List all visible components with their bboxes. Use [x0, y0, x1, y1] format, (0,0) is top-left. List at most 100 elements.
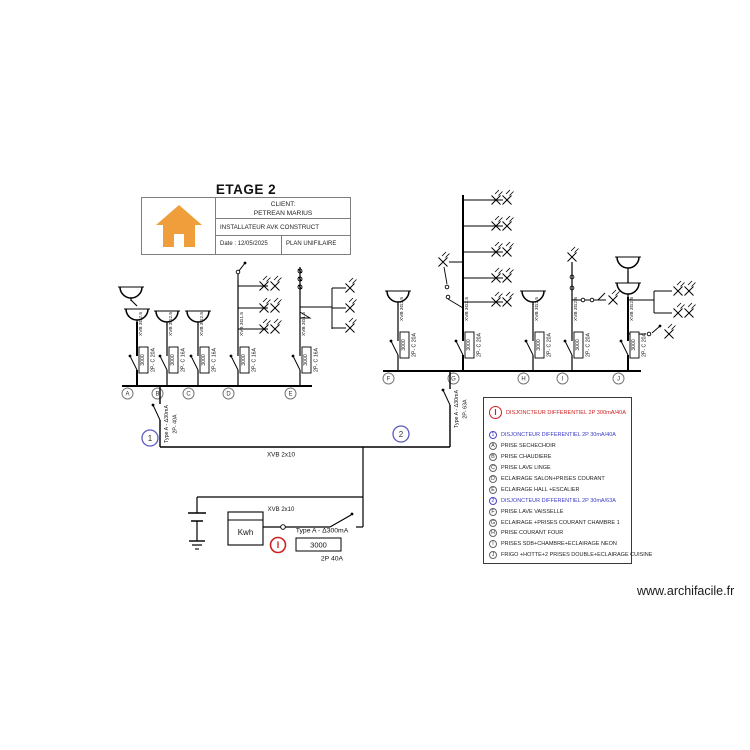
legend-item-badge: G	[489, 518, 497, 527]
svg-text:XVB 2x10: XVB 2x10	[267, 452, 296, 459]
legend-item-text: PRISE LAVE VAISSELLE	[501, 508, 564, 515]
svg-text:2P- C 20A: 2P- C 20A	[477, 332, 483, 356]
svg-text:J: J	[617, 377, 620, 383]
svg-text:3000: 3000	[466, 339, 472, 351]
legend-item-text: ECLAIRAGE SALON+PRISES COURANT	[501, 476, 605, 482]
svg-text:I: I	[562, 377, 564, 383]
circuit-group-2: 3000 2P- C 20A XVB 3G2.5F 3000 2P- C 20A XVB …	[382, 189, 696, 385]
legend-item: 1 DISJONCTEUR DIFFERENTIEL 2P 30mA/40A	[484, 430, 631, 441]
svg-text:2P- C 16A: 2P- C 16A	[314, 347, 320, 371]
svg-text:H: H	[521, 377, 525, 383]
svg-text:Kwh: Kwh	[238, 528, 254, 537]
plan-type-cell: PLAN UNIFILAIRE	[286, 241, 337, 247]
client-name: PETREAN MARIUS	[253, 209, 313, 217]
svg-text:3000: 3000	[310, 541, 327, 550]
legend-item-badge: D	[489, 475, 497, 483]
installer-cell: INSTALLATEUR AVK CONSTRUCT	[216, 219, 350, 236]
legend-item: D ECLAIRAGE SALON+PRISES COURANT	[484, 474, 631, 485]
date-cell: Date : 12/05/2025	[216, 236, 282, 254]
svg-text:3000: 3000	[140, 354, 146, 366]
legend-item-text: FRIGO +HOTTE+2 PRISES DOUBLE+ECLAIRAGE C…	[501, 552, 653, 559]
svg-text:XVB 3G2.5: XVB 3G2.5	[138, 312, 144, 336]
house-icon	[142, 198, 216, 254]
legend-item-badge: J	[489, 551, 497, 560]
svg-text:3000: 3000	[401, 339, 407, 351]
legend-item: H PRISE COURANT FOUR	[484, 528, 631, 539]
title-block-bottom-row: Date : 12/05/2025 PLAN UNIFILAIRE	[216, 236, 350, 254]
client-cell: CLIENT: PETREAN MARIUS	[216, 198, 350, 219]
svg-text:2P- C 16A: 2P- C 16A	[212, 347, 218, 371]
svg-text:2P- C 20A: 2P- C 20A	[547, 332, 553, 356]
svg-text:XVB 3G2.5: XVB 3G2.5	[399, 297, 405, 321]
legend-item: 2 DISJONCTEUR DIFFERENTIEL 2P 30mA/63A	[484, 495, 631, 506]
legend-item-badge: E	[489, 485, 497, 494]
svg-text:2P- C 20A: 2P- C 20A	[586, 332, 592, 356]
legend-item-badge: I	[489, 540, 497, 549]
legend-item-badge: 1	[489, 431, 497, 440]
svg-text:2P- C 16A: 2P- C 16A	[181, 347, 187, 371]
svg-text:D: D	[226, 392, 231, 398]
legend-item-badge: A	[489, 442, 497, 451]
legend-item-text: PRISE CHAUDIERE	[501, 454, 552, 461]
svg-text:2P- C 16A: 2P- C 16A	[252, 347, 258, 371]
legend-main-breaker-text: DISJONCTEUR DIFFERENTIEL 2P 300mA/40A	[506, 409, 626, 416]
house-icon-svg	[155, 205, 202, 247]
svg-text:XVB 3G2.5: XVB 3G2.5	[573, 297, 579, 321]
legend-item-text: DISJONCTEUR DIFFERENTIEL 2P 30mA/40A	[501, 432, 616, 439]
legend-item-text: PRISES SDB+CHAMBRE+ECLAIRAGE NEON	[501, 541, 617, 548]
svg-text:XVB 3G2.5: XVB 3G2.5	[168, 312, 174, 336]
svg-text:2: 2	[399, 430, 404, 439]
legend-item-badge: C	[489, 464, 497, 473]
legend-item: J FRIGO +HOTTE+2 PRISES DOUBLE+ECLAIRAGE …	[484, 550, 652, 561]
page-title: ETAGE 2	[215, 182, 277, 197]
svg-text:Type A - Δ300mA: Type A - Δ300mA	[296, 528, 349, 535]
legend-item-badge: F	[489, 507, 497, 516]
legend-item-text: ECLAIRAGE +PRISES COURANT CHAMBRE 1	[501, 519, 620, 526]
watermark: www.archifacile.fr	[637, 584, 735, 598]
legend-item-text: PRISE SECHECHOIR	[501, 443, 556, 450]
legend-item: G ECLAIRAGE +PRISES COURANT CHAMBRE 1	[484, 517, 631, 528]
legend-item-text: PRISE COURANT FOUR	[501, 530, 564, 537]
legend-item: I PRISES SDB+CHAMBRE+ECLAIRAGE NEON	[484, 539, 631, 550]
svg-text:XVB 3G2.5: XVB 3G2.5	[534, 297, 540, 321]
svg-text:3000: 3000	[201, 354, 207, 366]
client-label: CLIENT:	[270, 201, 296, 208]
svg-text:2P- 63A: 2P- 63A	[463, 399, 469, 419]
svg-text:3000: 3000	[631, 339, 637, 351]
svg-text:C: C	[186, 392, 191, 398]
svg-text:Type A - Δ30mA: Type A - Δ30mA	[164, 405, 170, 443]
svg-text:G: G	[451, 377, 456, 383]
svg-text:3000: 3000	[303, 354, 309, 366]
legend-item: A PRISE SECHECHOIR	[484, 441, 631, 452]
legend-item-badge: 2	[489, 496, 497, 505]
title-block-fields: CLIENT: PETREAN MARIUS INSTALLATEUR AVK …	[216, 198, 350, 254]
svg-text:Type A - Δ30mA: Type A - Δ30mA	[454, 390, 460, 428]
svg-text:XVB 2x10: XVB 2x10	[268, 507, 295, 513]
svg-text:2P- C 20A: 2P- C 20A	[151, 347, 157, 371]
legend-item-badge: H	[489, 529, 497, 538]
svg-text:XVB 3G2.5: XVB 3G2.5	[629, 297, 635, 321]
svg-text:F: F	[387, 377, 391, 383]
svg-text:3000: 3000	[536, 339, 542, 351]
svg-text:3000: 3000	[241, 354, 247, 366]
legend-item-text: DISJONCTEUR DIFFERENTIEL 2P 30mA/63A	[501, 497, 616, 504]
svg-text:1: 1	[148, 434, 153, 443]
svg-text:2P- 40A: 2P- 40A	[173, 414, 179, 434]
svg-text:I: I	[277, 540, 280, 550]
svg-text:XVB 3G1.5: XVB 3G1.5	[301, 312, 307, 336]
